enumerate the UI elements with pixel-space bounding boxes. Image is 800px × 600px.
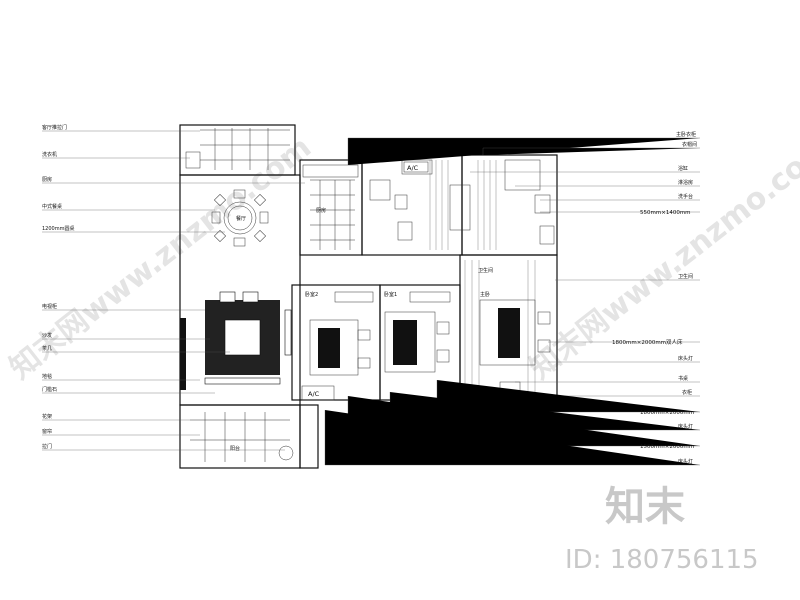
room-label-dining: 餐厅: [236, 215, 246, 222]
left-label-0: 客厅推拉门: [42, 124, 67, 131]
room-label-living: 客厅: [234, 335, 244, 342]
right-label-13: 1500mm×2000mm: [640, 444, 694, 450]
kitchen-tiles: [302, 164, 359, 250]
master-bedroom-furniture: [464, 260, 551, 395]
top-balcony-tiles: [185, 128, 290, 170]
left-label-7: 茶几: [42, 345, 52, 352]
ac-label-2: A/C: [308, 390, 320, 398]
left-label-12: 拉门: [42, 443, 52, 450]
watermark-id: ID: 180756115: [565, 545, 759, 575]
right-label-8: 床头灯: [678, 355, 693, 362]
left-label-3: 中式餐桌: [42, 203, 62, 210]
right-label-1: 衣帽间: [682, 141, 697, 148]
room-label-bath: 卫生间: [478, 267, 493, 274]
watermark-logo: 知末: [605, 484, 685, 530]
right-label-0: 主卧衣柜: [676, 131, 696, 138]
left-label-5: 电视柜: [42, 303, 57, 310]
ac-unit-bed2: [301, 385, 335, 401]
left-annotations: 客厅推拉门 洗衣机 厨房 中式餐桌 1200mm圆桌 电视柜 沙发 茶几 地毯 …: [42, 124, 305, 451]
bedroom-2-furniture: [309, 291, 374, 376]
left-label-4: 1200mm圆桌: [42, 225, 74, 232]
room-label-balcony: 阳台: [230, 445, 240, 452]
right-label-6: 卫生间: [678, 273, 693, 280]
room-label-bed2: 卧室2: [305, 291, 318, 298]
right-label-5: 550mm×1400mm: [640, 210, 691, 216]
right-label-9: 书桌: [678, 375, 688, 382]
ac-unit-bathroom: [403, 161, 429, 173]
right-annotations: 主卧衣柜 衣帽间 浴缸 淋浴房 洗手台 550mm×1400mm 卫生间 180…: [324, 131, 700, 466]
bedroom-1-furniture: [384, 291, 451, 373]
left-label-9: 门槛石: [42, 386, 57, 393]
left-label-2: 厨房: [42, 176, 52, 183]
room-label-master: 主卧: [480, 291, 490, 298]
left-label-11: 窗帘: [42, 428, 52, 435]
right-label-4: 洗手台: [678, 193, 693, 200]
bathroom-fixtures: [369, 159, 555, 250]
left-label-8: 地毯: [42, 373, 52, 380]
right-label-2: 浴缸: [678, 165, 688, 172]
diagonal-watermark-text-right: 知末网www.znzmo.com: [523, 130, 800, 387]
right-label-12: 床头灯: [678, 423, 693, 430]
dining-table: [211, 189, 269, 247]
right-label-11: 1800mm×2000mm: [640, 410, 694, 416]
ac-label-1: A/C: [407, 164, 419, 172]
left-label-1: 洗衣机: [42, 151, 57, 158]
diagonal-watermark-right: 知末网www.znzmo.com: [523, 130, 800, 387]
right-label-14: 床头灯: [678, 458, 693, 465]
right-label-3: 淋浴房: [678, 179, 693, 186]
bottom-balcony-tiles: [190, 412, 294, 462]
living-sofa-set: [180, 291, 292, 390]
right-label-10: 衣柜: [682, 389, 692, 396]
room-label-bed1: 卧室1: [384, 291, 397, 298]
right-label-7: 1800mm×2000mm双人床: [612, 338, 683, 346]
left-label-6: 沙发: [42, 332, 52, 339]
room-label-kitchen: 厨房: [316, 207, 326, 214]
left-label-10: 花架: [42, 413, 52, 420]
